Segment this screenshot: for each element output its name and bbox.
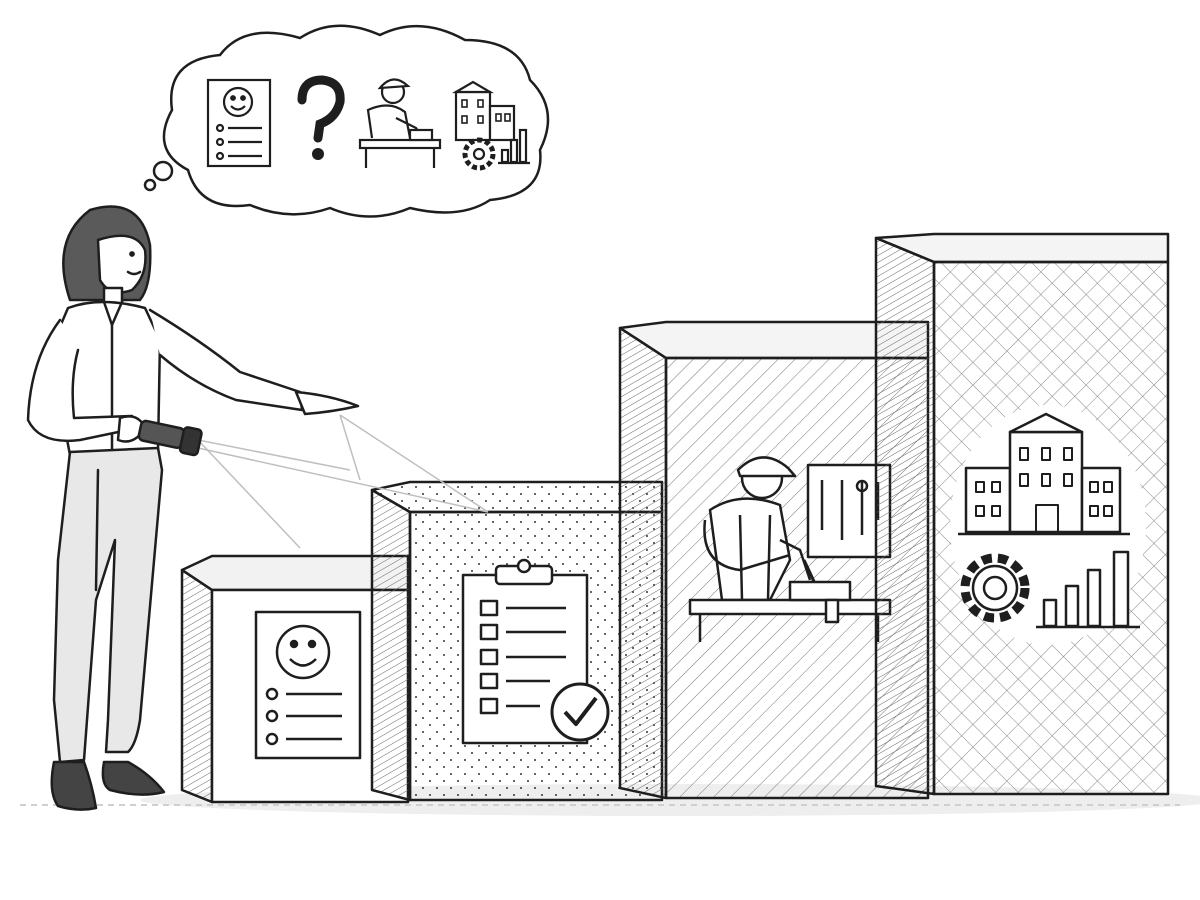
profile-card-icon (254, 610, 362, 760)
block-4 (874, 232, 1170, 796)
block-2 (370, 480, 664, 802)
flashlight-beam (197, 414, 489, 549)
thought-icons (206, 75, 530, 171)
profile-card-icon (206, 78, 272, 168)
worker-at-bench-icon (358, 78, 442, 168)
clipboard-checklist-icon (461, 558, 610, 745)
buildings-gear-chart-icon (451, 80, 530, 171)
woman-figure (26, 205, 360, 811)
buildings-gear-chart-icon (958, 412, 1140, 629)
flashlight-icon (137, 419, 203, 457)
thought-bubble (143, 24, 550, 218)
question-mark-icon (297, 75, 345, 160)
worker-at-bench-icon (688, 456, 892, 642)
